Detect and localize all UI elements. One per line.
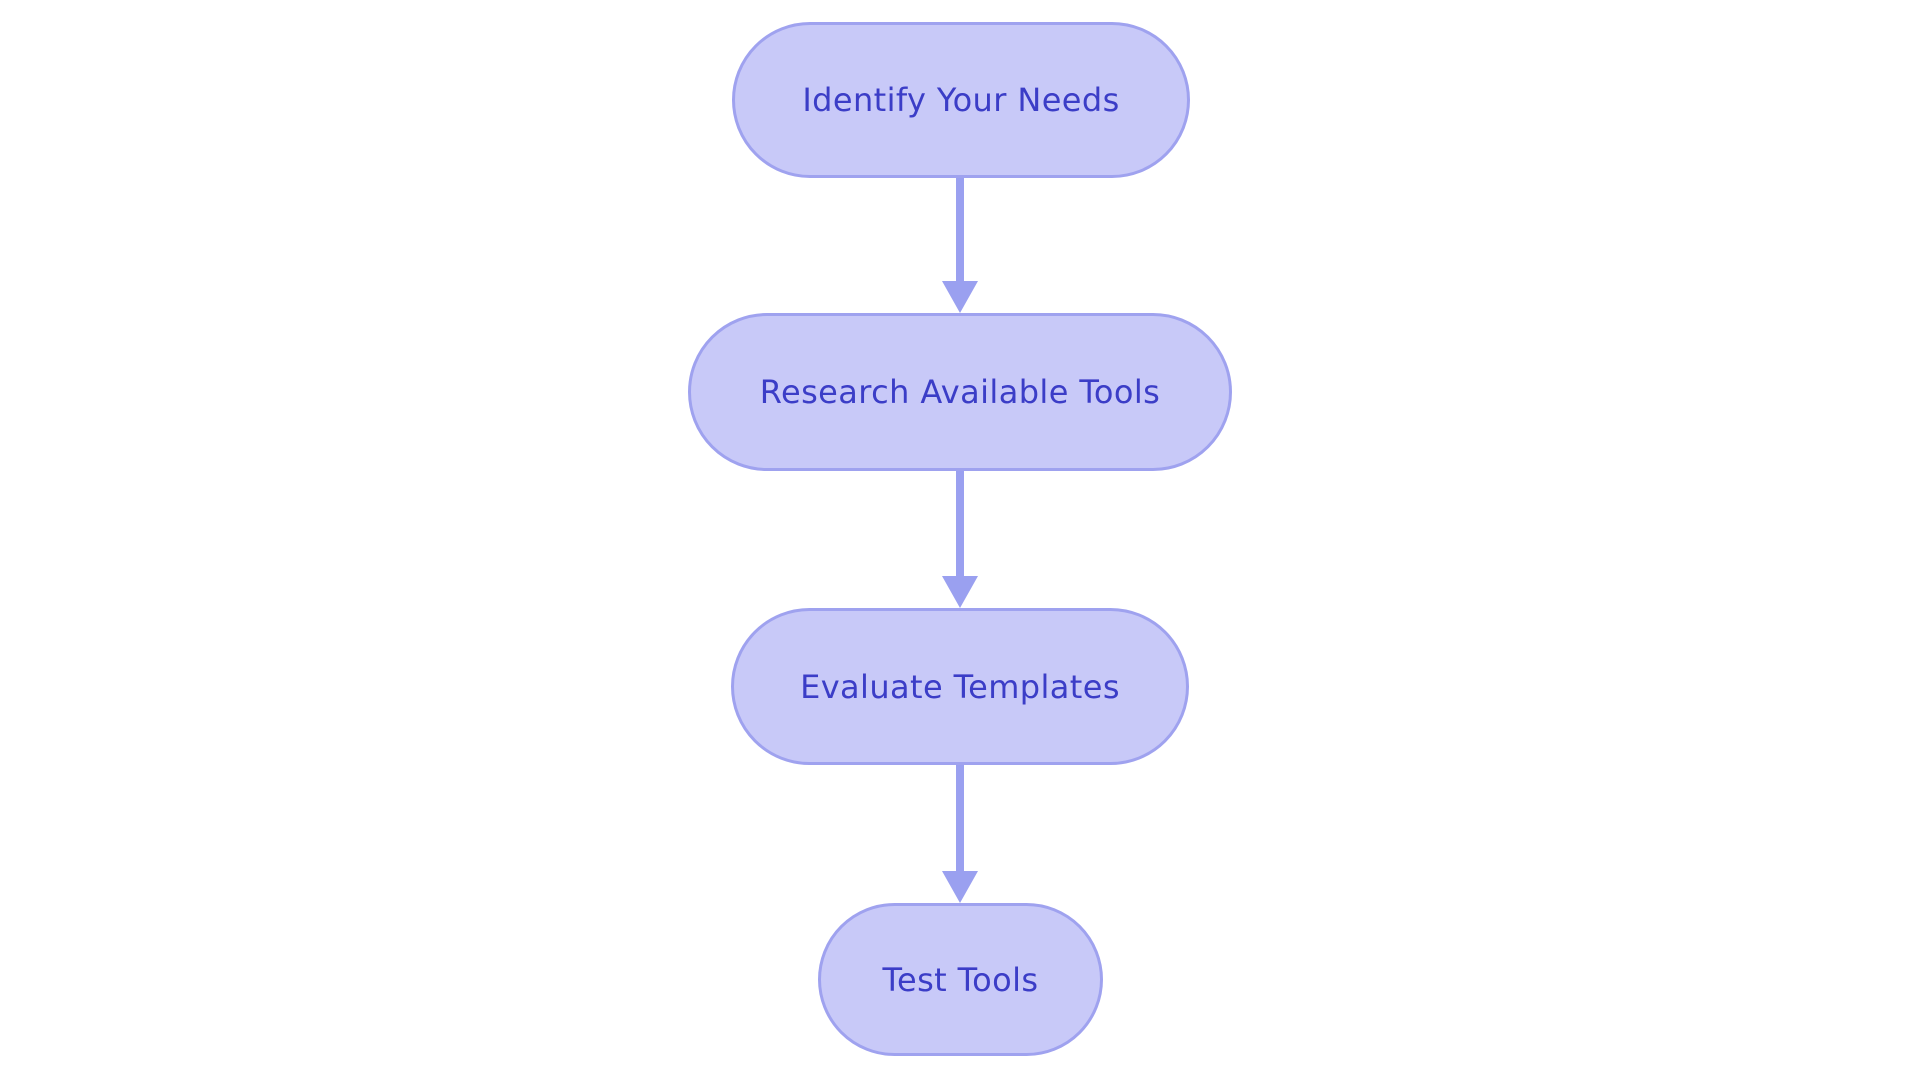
node-identify-your-needs-label: Identify Your Needs xyxy=(802,81,1120,119)
arrow-evaluate-to-test-head-icon xyxy=(942,871,978,903)
node-test-tools: Test Tools xyxy=(818,903,1103,1056)
node-evaluate-templates: Evaluate Templates xyxy=(731,608,1189,765)
node-research-available-tools-label: Research Available Tools xyxy=(759,373,1161,411)
arrow-identify-to-research-shaft xyxy=(956,178,964,282)
arrow-identify-to-research-head-icon xyxy=(942,281,978,313)
arrow-evaluate-to-test-shaft xyxy=(956,765,964,872)
arrow-research-to-evaluate-head-icon xyxy=(942,576,978,608)
node-research-available-tools: Research Available Tools xyxy=(688,313,1232,471)
arrow-research-to-evaluate-shaft xyxy=(956,471,964,577)
node-evaluate-templates-label: Evaluate Templates xyxy=(800,667,1120,706)
node-identify-your-needs: Identify Your Needs xyxy=(732,22,1190,178)
node-test-tools-label: Test Tools xyxy=(882,960,1039,999)
